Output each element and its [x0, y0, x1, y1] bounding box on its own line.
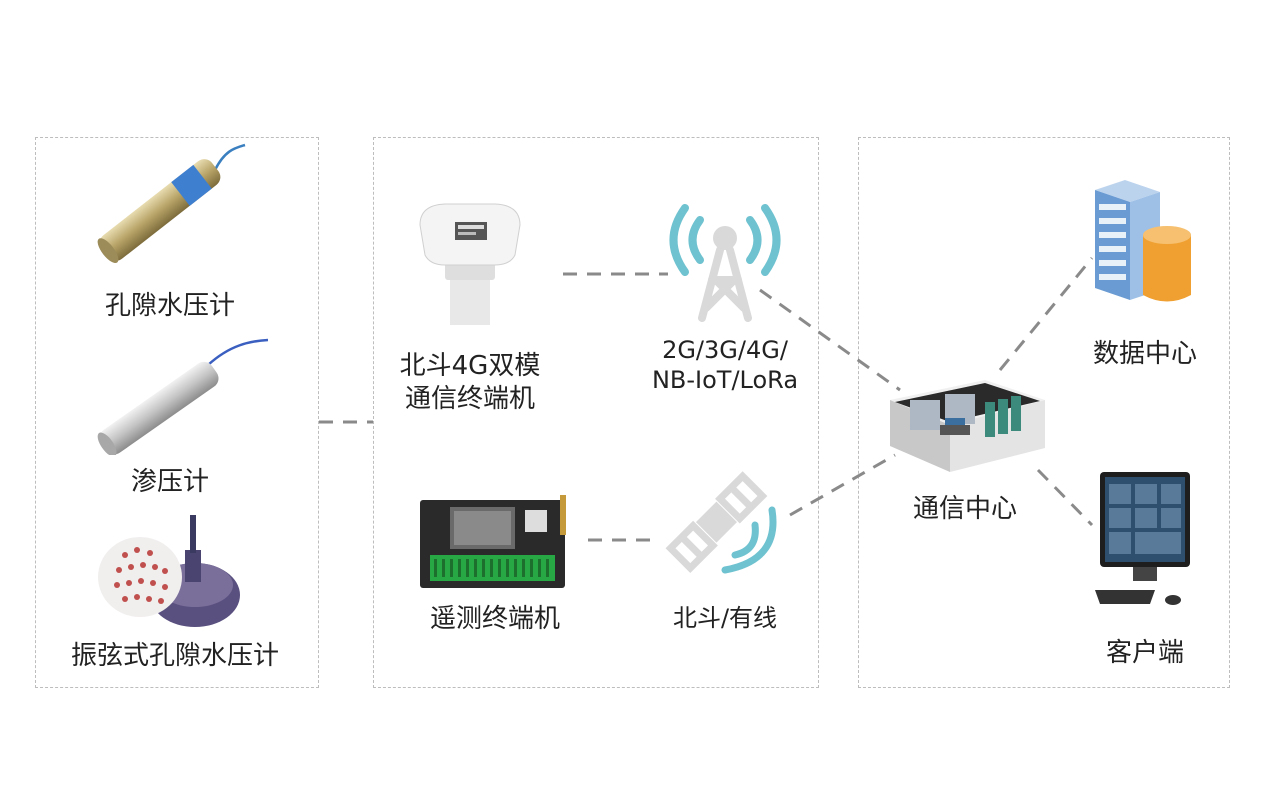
cellular-tower-icon: [669, 204, 781, 322]
client-computer-icon: [1095, 472, 1190, 605]
vibrating-wire-piezometer-icon: [98, 515, 240, 627]
center-to-client-line: [1036, 468, 1094, 527]
data-center-label: 数据中心: [1092, 339, 1197, 369]
center-panel: [858, 137, 1230, 688]
beidou-4g-terminal-label: 北斗4G双模 通信终端机: [380, 350, 560, 415]
beidou-4g-terminal-icon: [419, 203, 521, 325]
cellular-network-label: 2G/3G/4G/ NB-IoT/LoRa: [640, 335, 810, 395]
seepage-meter-label: 渗压计: [130, 467, 209, 497]
beidou-4g-terminal-label-line2: 通信终端机: [404, 383, 535, 414]
center-to-datacenter-line: [998, 257, 1094, 371]
cellular-to-center-line: [759, 288, 901, 392]
piezometer-label: 孔隙水压计: [104, 291, 235, 321]
client-label: 客户端: [1105, 638, 1184, 668]
vibrating-wire-piezometer-label: 振弦式孔隙水压计: [70, 641, 279, 671]
satellite-network-label: 北斗/有线: [672, 604, 778, 632]
cellular-network-label-line2: NB-IoT/LoRa: [651, 366, 799, 394]
data-center-icon: [1095, 180, 1191, 302]
beidou-4g-terminal-label-line1: 北斗4G双模: [399, 351, 541, 381]
satellite-to-center-line: [789, 453, 896, 517]
sensors-panel: [35, 137, 319, 688]
piezometer-icon: [97, 143, 246, 264]
terminals-panel: [373, 137, 819, 688]
telemetry-terminal-label: 遥测终端机: [429, 604, 560, 634]
cellular-network-label-line1: 2G/3G/4G/: [662, 336, 788, 364]
communication-center-label: 通信中心: [912, 494, 1017, 524]
telemetry-terminal-icon: [420, 495, 566, 588]
communication-center-icon: [890, 380, 1045, 472]
seepage-meter-icon: [97, 338, 269, 455]
satellite-icon: [665, 471, 777, 574]
